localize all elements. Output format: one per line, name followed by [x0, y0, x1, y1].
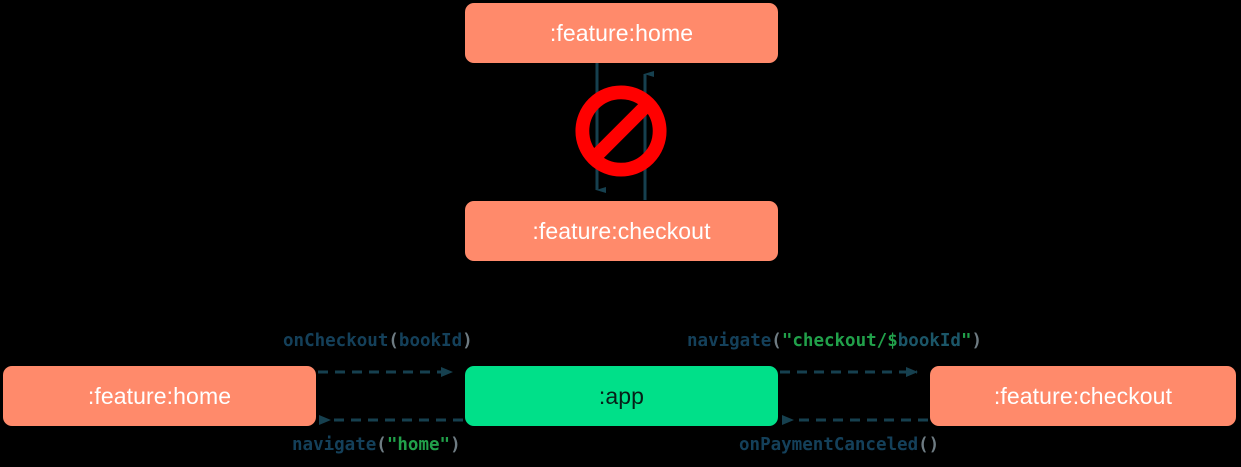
- node-label: :feature:home: [549, 19, 694, 46]
- code-token-fn: navigate: [292, 435, 377, 455]
- code-token-paren: (: [376, 435, 387, 455]
- edge-label-on-checkout: onCheckout(bookId): [283, 331, 473, 351]
- node-feature-home-blocked[interactable]: :feature:home: [465, 3, 778, 63]
- node-label: :app: [598, 382, 645, 409]
- node-label: :feature:home: [87, 382, 232, 409]
- prohibition-sign-icon: [575, 85, 667, 177]
- code-token-paren: ): [462, 331, 473, 351]
- code-token-paren: ): [450, 435, 461, 455]
- code-token-str: "checkout/: [781, 331, 888, 351]
- edge-label-on-payment-canceled: onPaymentCanceled(): [739, 435, 940, 455]
- node-label: :feature:checkout: [532, 217, 711, 244]
- code-token-str: $: [887, 331, 898, 351]
- code-token-paren: ): [971, 331, 983, 351]
- code-token-paren: (: [771, 331, 782, 351]
- code-token-var: bookId: [897, 331, 961, 351]
- node-feature-checkout-blocked[interactable]: :feature:checkout: [465, 201, 778, 261]
- code-token-paren: (): [918, 435, 940, 455]
- code-token-fn: onCheckout: [283, 331, 389, 351]
- edge-label-navigate-checkout: navigate("checkout/$bookId"): [687, 331, 983, 351]
- code-token-paren: (: [388, 331, 399, 351]
- code-token-fn: navigate: [687, 331, 772, 351]
- node-label: :feature:checkout: [993, 382, 1173, 409]
- code-token-str: ": [960, 331, 972, 351]
- code-token-ident: bookId: [398, 331, 463, 351]
- edge-label-navigate-home: navigate("home"): [292, 435, 461, 455]
- node-feature-checkout[interactable]: :feature:checkout: [930, 366, 1236, 426]
- node-feature-home[interactable]: :feature:home: [3, 366, 316, 426]
- node-app[interactable]: :app: [465, 366, 778, 426]
- code-token-str: "home": [386, 435, 451, 455]
- code-token-fn: onPaymentCanceled: [739, 435, 919, 455]
